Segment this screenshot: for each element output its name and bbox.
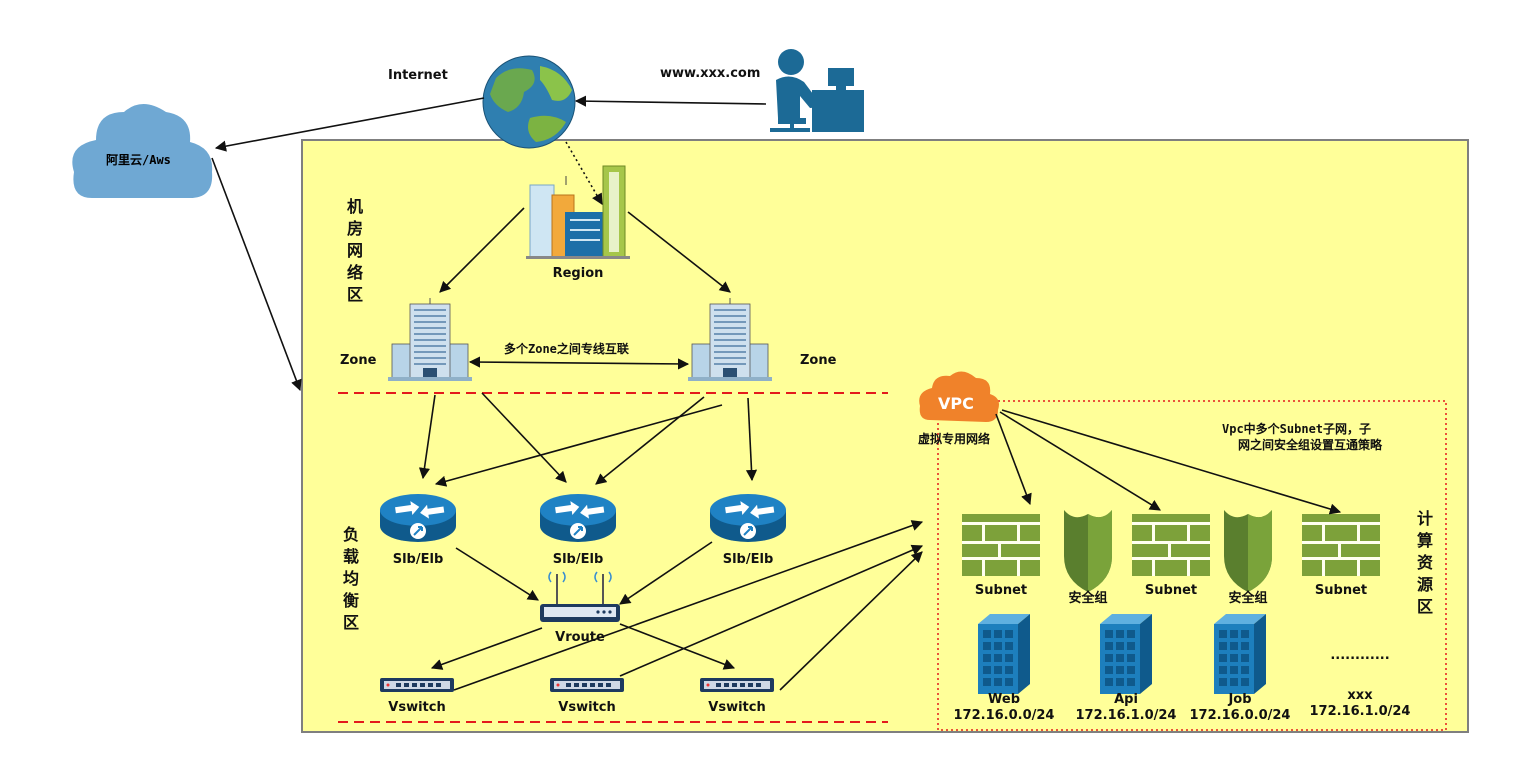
zone-left-label: Zone bbox=[340, 353, 377, 368]
vpc-badge-label: VPC bbox=[938, 394, 974, 413]
subnet-label-3: Subnet bbox=[1314, 583, 1368, 598]
edge-vpc-subnet3 bbox=[1001, 409, 1342, 515]
subnet-label-2: Subnet bbox=[1144, 583, 1198, 598]
server-job-name: Job bbox=[1228, 692, 1252, 707]
globe-icon bbox=[482, 55, 576, 149]
zone-link-label: 多个Zone之间专线互联 bbox=[504, 342, 629, 356]
edge-zoneL-slb2 bbox=[481, 392, 567, 483]
edge-vswitch1-compute bbox=[453, 520, 924, 691]
slb-router-1-icon bbox=[379, 493, 457, 543]
subnet-3-icon bbox=[1302, 514, 1380, 576]
vswitch-label-1: Vswitch bbox=[388, 700, 446, 715]
user-icon bbox=[770, 49, 864, 132]
edge-zoneR-slb2 bbox=[595, 396, 705, 485]
edge-vswitch2-compute bbox=[619, 544, 924, 677]
subnet-label-1: Subnet bbox=[974, 583, 1028, 598]
edge-vpc-subnet1 bbox=[995, 413, 1032, 506]
domain-label: www.xxx.com bbox=[660, 66, 761, 81]
internet-label: Internet bbox=[388, 68, 448, 83]
edge-vswitch3-compute bbox=[779, 551, 923, 691]
server-more-ellipsis: ............ bbox=[1330, 648, 1390, 663]
compute-zone-border bbox=[937, 400, 1447, 731]
slb-label-2: Slb/Elb bbox=[552, 552, 604, 567]
main-panel bbox=[301, 139, 1469, 733]
server-api-cidr: 172.16.1.0/24 bbox=[1075, 708, 1177, 723]
security-group-label-2: 安全组 bbox=[1228, 591, 1268, 606]
edge-user-to-internet bbox=[574, 95, 767, 107]
region-label: Region bbox=[552, 266, 604, 281]
server-api-name: Api bbox=[1114, 692, 1138, 707]
edge-cloud-to-panel bbox=[211, 157, 302, 392]
region-buildings-icon bbox=[526, 165, 630, 259]
edge-vpc-subnet2 bbox=[999, 411, 1161, 511]
edge-region-to-zone-right bbox=[627, 211, 731, 293]
vswitch-1-icon bbox=[380, 678, 454, 692]
server-job-icon bbox=[1214, 614, 1266, 694]
edge-slb1-vroute bbox=[455, 547, 539, 601]
edge-zoneR-slb3 bbox=[745, 397, 758, 482]
cloud-label: 阿里云/Aws bbox=[106, 153, 171, 167]
vpc-note-line2: 网之间安全组设置互通策略 bbox=[1238, 438, 1383, 452]
cloud-icon bbox=[72, 104, 213, 198]
slb-label-3: Slb/Elb bbox=[722, 552, 774, 567]
vpc-note-line1: Vpc中多个Subnet子网，子 bbox=[1222, 422, 1372, 436]
server-web-cidr: 172.16.0.0/24 bbox=[953, 708, 1055, 723]
edge-vroute-vswitch1 bbox=[430, 627, 543, 670]
vroute-icon bbox=[540, 571, 620, 622]
security-group-label-1: 安全组 bbox=[1068, 591, 1108, 606]
vswitch-label-2: Vswitch bbox=[558, 700, 616, 715]
zone-right-label: Zone bbox=[800, 353, 837, 368]
edge-slb3-vroute bbox=[619, 541, 713, 605]
vswitch-label-3: Vswitch bbox=[708, 700, 766, 715]
server-web-icon bbox=[978, 614, 1030, 694]
vpc-cloud-icon bbox=[919, 371, 999, 422]
zone-compute-title: 计算资源区 bbox=[1416, 509, 1433, 616]
subnet-2-icon bbox=[1132, 514, 1210, 576]
edge-zone-interconnect bbox=[468, 356, 690, 370]
edge-internet-to-region bbox=[565, 141, 603, 205]
edge-zoneR-slb1 bbox=[434, 404, 723, 487]
edge-vroute-vswitch3 bbox=[619, 623, 736, 670]
slb-router-3-icon bbox=[709, 493, 787, 543]
server-job-cidr: 172.16.0.0/24 bbox=[1189, 708, 1291, 723]
server-web-name: Web bbox=[988, 692, 1020, 707]
server-api-icon bbox=[1100, 614, 1152, 694]
server-xxx-name: xxx bbox=[1347, 688, 1373, 703]
edge-region-to-zone-left bbox=[439, 207, 525, 293]
edge-internet-to-cloud bbox=[214, 97, 485, 152]
vroute-label: Vroute bbox=[555, 630, 605, 645]
subnet-1-icon bbox=[962, 514, 1040, 576]
edge-zoneL-slb1 bbox=[418, 394, 436, 480]
server-xxx-cidr: 172.16.1.0/24 bbox=[1309, 704, 1411, 719]
slb-label-1: Slb/Elb bbox=[392, 552, 444, 567]
vswitch-3-icon bbox=[700, 678, 774, 692]
slb-router-2-icon bbox=[539, 493, 617, 543]
vpc-caption: 虚拟专用网络 bbox=[918, 432, 991, 446]
zone-datacenter-title: 机房网络区 bbox=[346, 197, 363, 304]
zone-loadbalance-title: 负载均衡区 bbox=[342, 525, 359, 632]
vswitch-2-icon bbox=[550, 678, 624, 692]
